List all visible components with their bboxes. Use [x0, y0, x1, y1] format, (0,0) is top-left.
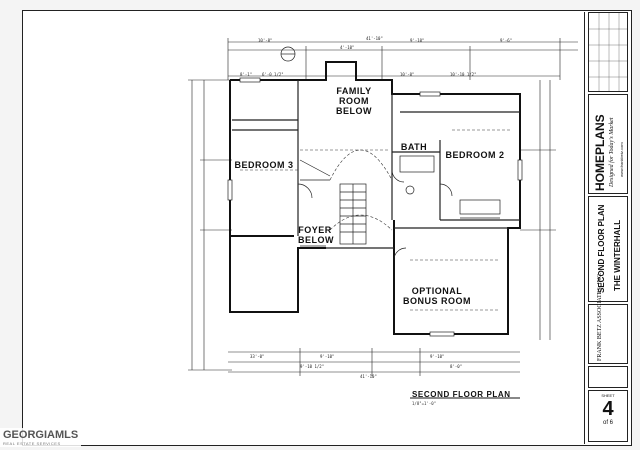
- foyer-label: FOYER BELOW: [298, 225, 334, 245]
- brand-tagline: Designed for Today's Market: [609, 117, 615, 187]
- dim-top-8: 10'-10 1/2": [450, 72, 477, 77]
- firm-name: FRANK BETZ ASSOCIATES, INC.: [597, 272, 603, 361]
- brand-site: www.frankbetz.com: [619, 142, 624, 177]
- bonus-room-label: OPTIONAL BONUS ROOM: [403, 286, 471, 306]
- bedroom-2-label: BEDROOM 2: [445, 150, 505, 160]
- watermark-brand: GEORGIAMLS: [3, 429, 79, 441]
- bedroom-3-label: BEDROOM 3: [234, 160, 294, 170]
- dim-top-1: 10'-8": [258, 38, 273, 43]
- dim-bottom-5: 9'-10 1/2": [300, 364, 325, 369]
- dim-top-4: 9'-6": [500, 38, 513, 43]
- dim-bottom-6: 8'-0": [450, 364, 463, 369]
- sheet-label: SHEET: [601, 393, 615, 398]
- drawing-sheet: [22, 10, 632, 446]
- sheet-of: of 6: [589, 420, 627, 426]
- dim-top-5: 8'-1": [240, 72, 253, 77]
- dim-overall: 41'-10": [366, 36, 383, 41]
- firm-box: FRANK BETZ ASSOCIATES, INC.: [588, 272, 628, 364]
- sheet-number: 4: [602, 398, 614, 420]
- notes-box: [588, 366, 628, 388]
- sheet-number-box: SHEET 4 of 6: [588, 390, 628, 442]
- georgiamls-watermark: GEORGIAMLS REAL ESTATE SERVICES: [0, 428, 82, 447]
- of-label: of: [602, 420, 608, 426]
- dim-top-6: 6'-0 1/2": [262, 72, 284, 77]
- dim-top-2: 4'-10": [340, 45, 355, 50]
- bath-label: BATH: [400, 142, 428, 152]
- dim-bottom-1: 33'-0": [250, 354, 265, 359]
- dim-bottom-3: 9'-10": [430, 354, 445, 359]
- family-room-label: FAMILY ROOM BELOW: [336, 86, 372, 116]
- revision-box: [588, 12, 628, 92]
- plan-name: THE WINTERHALL: [613, 219, 622, 291]
- brand-text: HOMEPLANS: [593, 114, 607, 191]
- revision-grid: [589, 13, 627, 91]
- dim-bottom-4: 41'-10": [360, 374, 377, 379]
- of-total: 6: [609, 420, 614, 426]
- title-block: HOMEPLANS Designed for Today's Market ww…: [584, 12, 630, 444]
- plan-scale: 1/8"=1'-0": [412, 401, 437, 406]
- plan-title: SECOND FLOOR PLAN: [412, 390, 511, 399]
- sheet-name-box: SECOND FLOOR PLAN THE WINTERHALL: [588, 196, 628, 302]
- dim-bottom-2: 9'-10": [320, 354, 335, 359]
- dim-top-7: 10'-0": [400, 72, 415, 77]
- watermark-sub: REAL ESTATE SERVICES: [3, 441, 61, 446]
- brand-box: HOMEPLANS Designed for Today's Market ww…: [588, 94, 628, 194]
- dim-top-3: 9'-10": [410, 38, 425, 43]
